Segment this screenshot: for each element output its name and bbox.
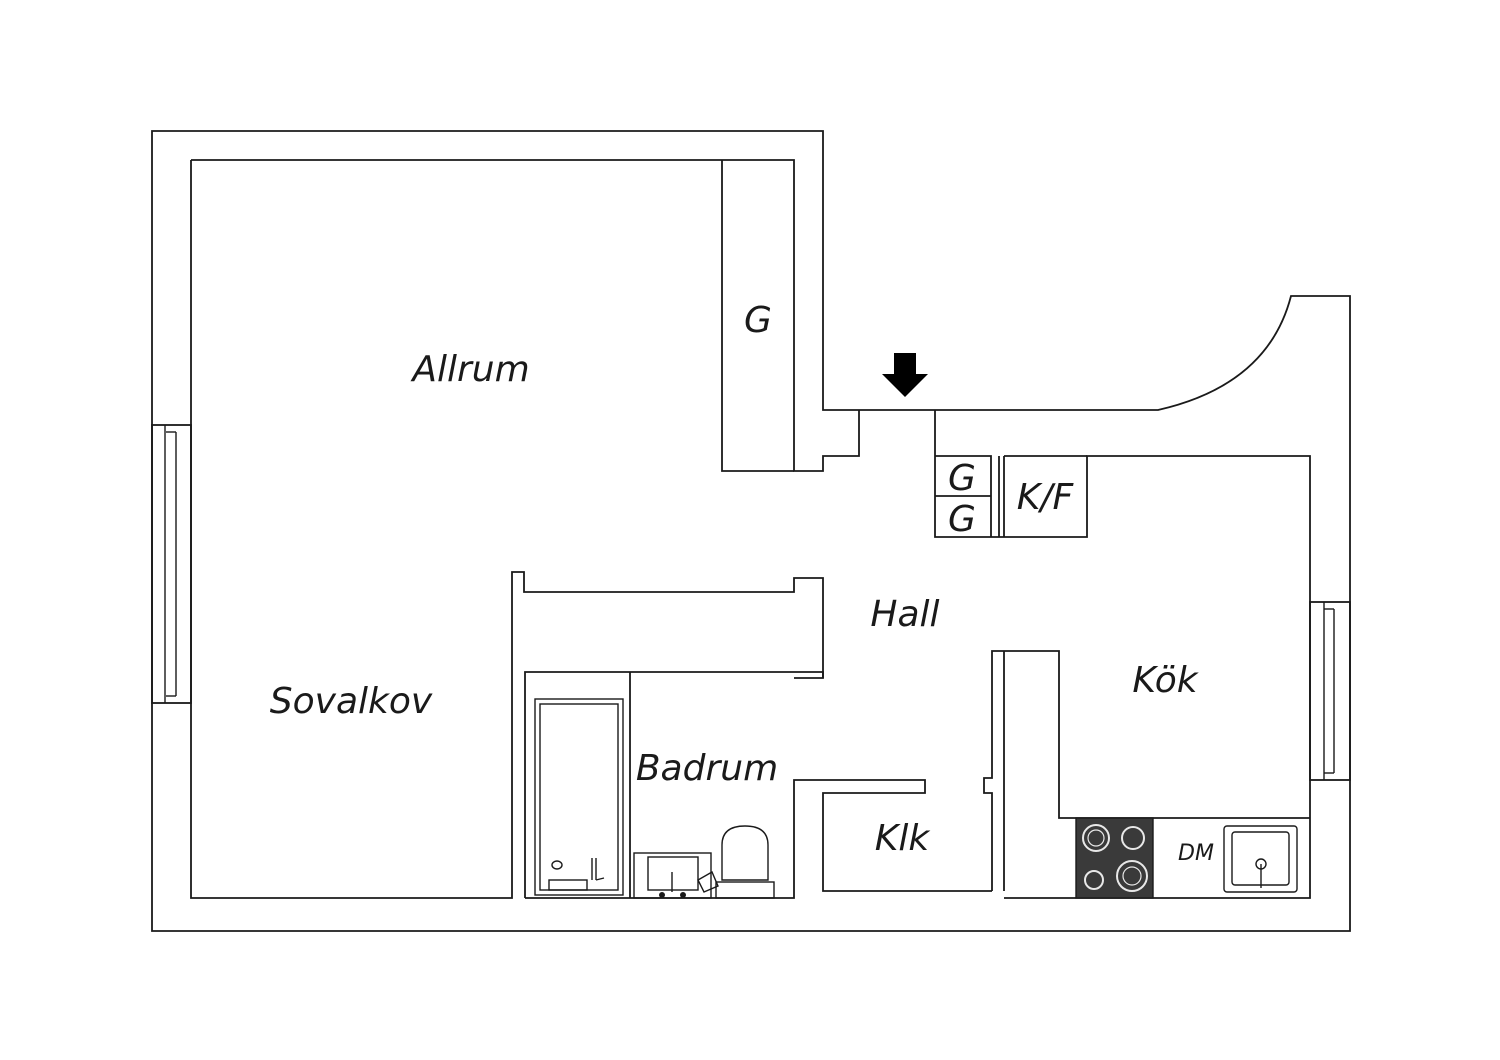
room-label-kok: Kök (1132, 660, 1199, 701)
kitchen-sink (1223, 825, 1298, 893)
room-label-sovalkov: Sovalkov (270, 681, 433, 722)
stove (1075, 817, 1154, 899)
allrum-inner-wall (191, 159, 860, 472)
bathtub (534, 698, 624, 896)
kitchen-counter-wall (983, 650, 1310, 891)
storage-label-hall-closet-top: G (948, 458, 976, 499)
window-right (1309, 601, 1351, 781)
closet-hall-divider (935, 455, 1087, 537)
room-label-allrum: Allrum (410, 349, 529, 390)
toilet (697, 825, 775, 899)
down-arrow-icon (882, 353, 928, 397)
storage-label-hall-closet-bottom: G (948, 499, 976, 540)
outer-wall (151, 130, 1351, 932)
room-label-badrum: Badrum (636, 748, 778, 789)
allrum-closet (721, 160, 794, 472)
room-label-klk: Klk (875, 818, 932, 859)
room-label-hall: Hall (870, 594, 939, 635)
bathroom-wall (524, 671, 992, 899)
storage-label-allrum-closet: G (744, 300, 772, 341)
appliance-label-dm: DM (1178, 841, 1214, 866)
bathroom-sink (633, 852, 712, 899)
sovalkov-inner-wall (190, 160, 824, 899)
storage-label-kf: K/F (1017, 477, 1075, 518)
window-left (151, 424, 192, 704)
